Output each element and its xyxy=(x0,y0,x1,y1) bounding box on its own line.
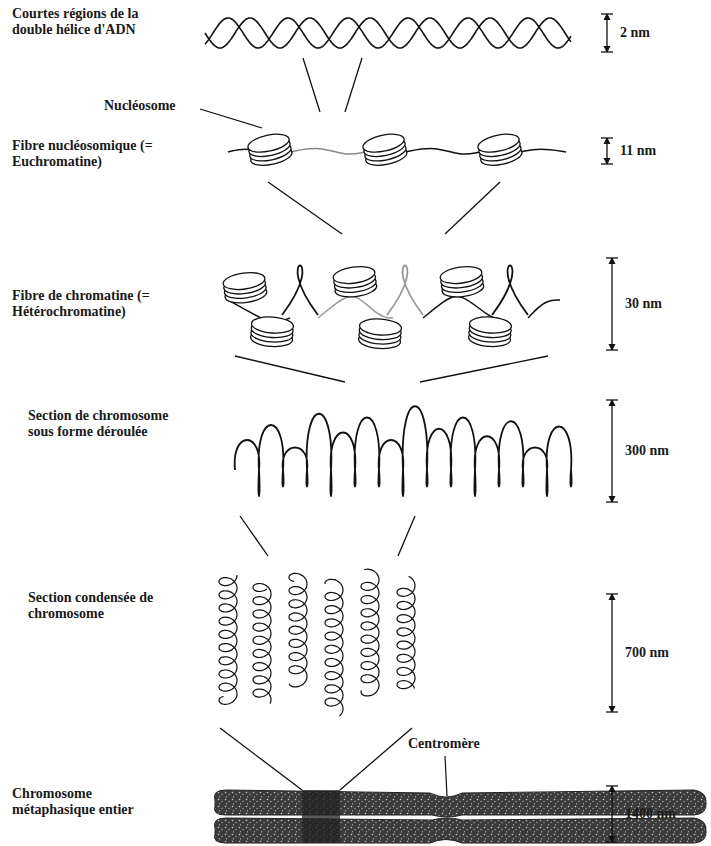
dimension-label: 2 nm xyxy=(620,25,650,41)
level-label: Chromosome métaphasique entier xyxy=(12,786,172,818)
nucleosome-fibre xyxy=(228,131,566,169)
level-label: Courtes régions de la double hélice d'AD… xyxy=(12,6,150,38)
zoom-bracket-lines xyxy=(220,58,548,790)
part-label: Nucléosome xyxy=(104,98,204,114)
level-label: Fibre de chromatine (= Hétérochromatine) xyxy=(12,288,190,320)
chromatin-fibre xyxy=(222,264,560,350)
dimension-label: 11 nm xyxy=(620,143,656,159)
level-label: Fibre nucléosomique (= Euchromatine) xyxy=(12,138,187,170)
metaphase-chromosome xyxy=(214,756,706,843)
part-label: Centromère xyxy=(408,736,508,752)
unfolded-chromosome-section xyxy=(235,406,572,496)
dimension-label: 300 nm xyxy=(625,443,669,459)
level-label: Section de chromosome sous forme déroulé… xyxy=(28,408,193,440)
condensed-chromosome-section xyxy=(219,569,415,716)
dimension-bars xyxy=(601,14,618,842)
dimension-label: 700 nm xyxy=(625,645,669,661)
dna-double-helix xyxy=(205,18,571,48)
level-label: Section condensée de chromosome xyxy=(28,590,178,622)
dimension-label: 1400 nm xyxy=(625,806,676,822)
leader-line xyxy=(200,109,262,128)
dimension-label: 30 nm xyxy=(625,296,662,312)
